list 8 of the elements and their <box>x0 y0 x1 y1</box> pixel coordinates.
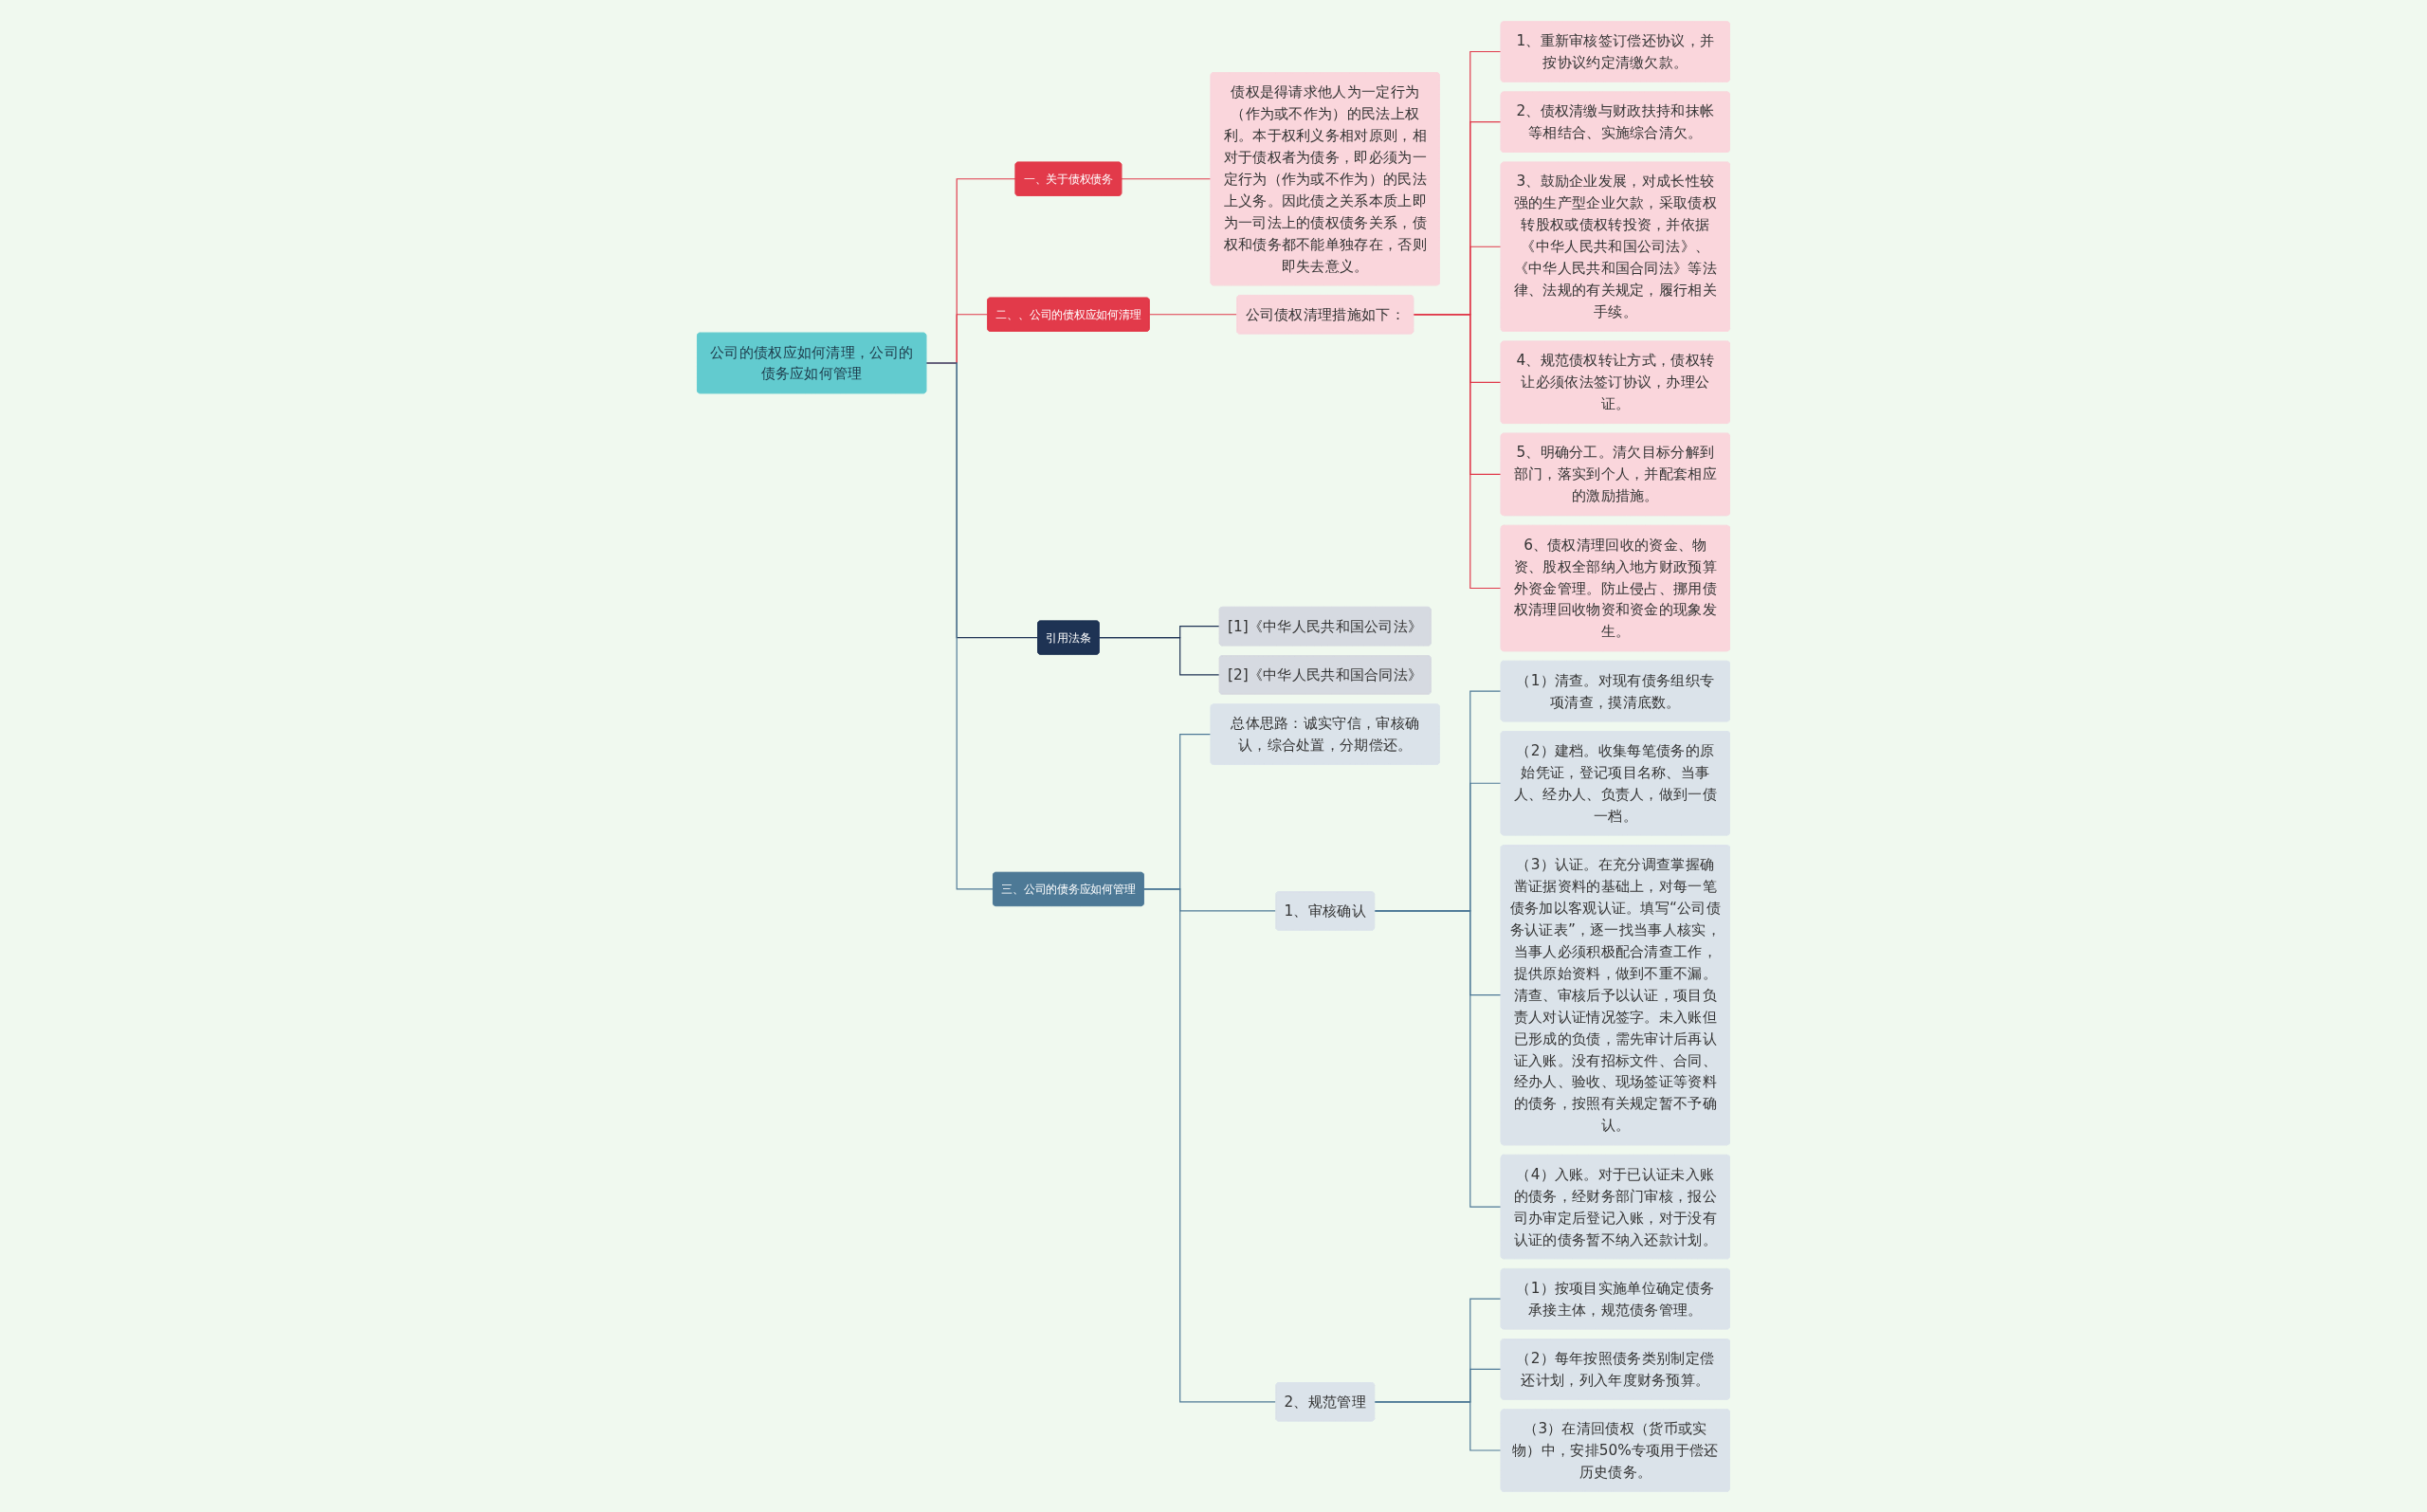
connector <box>1374 1400 1502 1451</box>
connector <box>1413 313 1502 589</box>
connector <box>925 361 995 890</box>
connector <box>1098 636 1220 675</box>
connector <box>1148 313 1238 315</box>
connector <box>1121 177 1212 179</box>
connector <box>1142 887 1277 1402</box>
connector <box>1374 909 1502 1208</box>
